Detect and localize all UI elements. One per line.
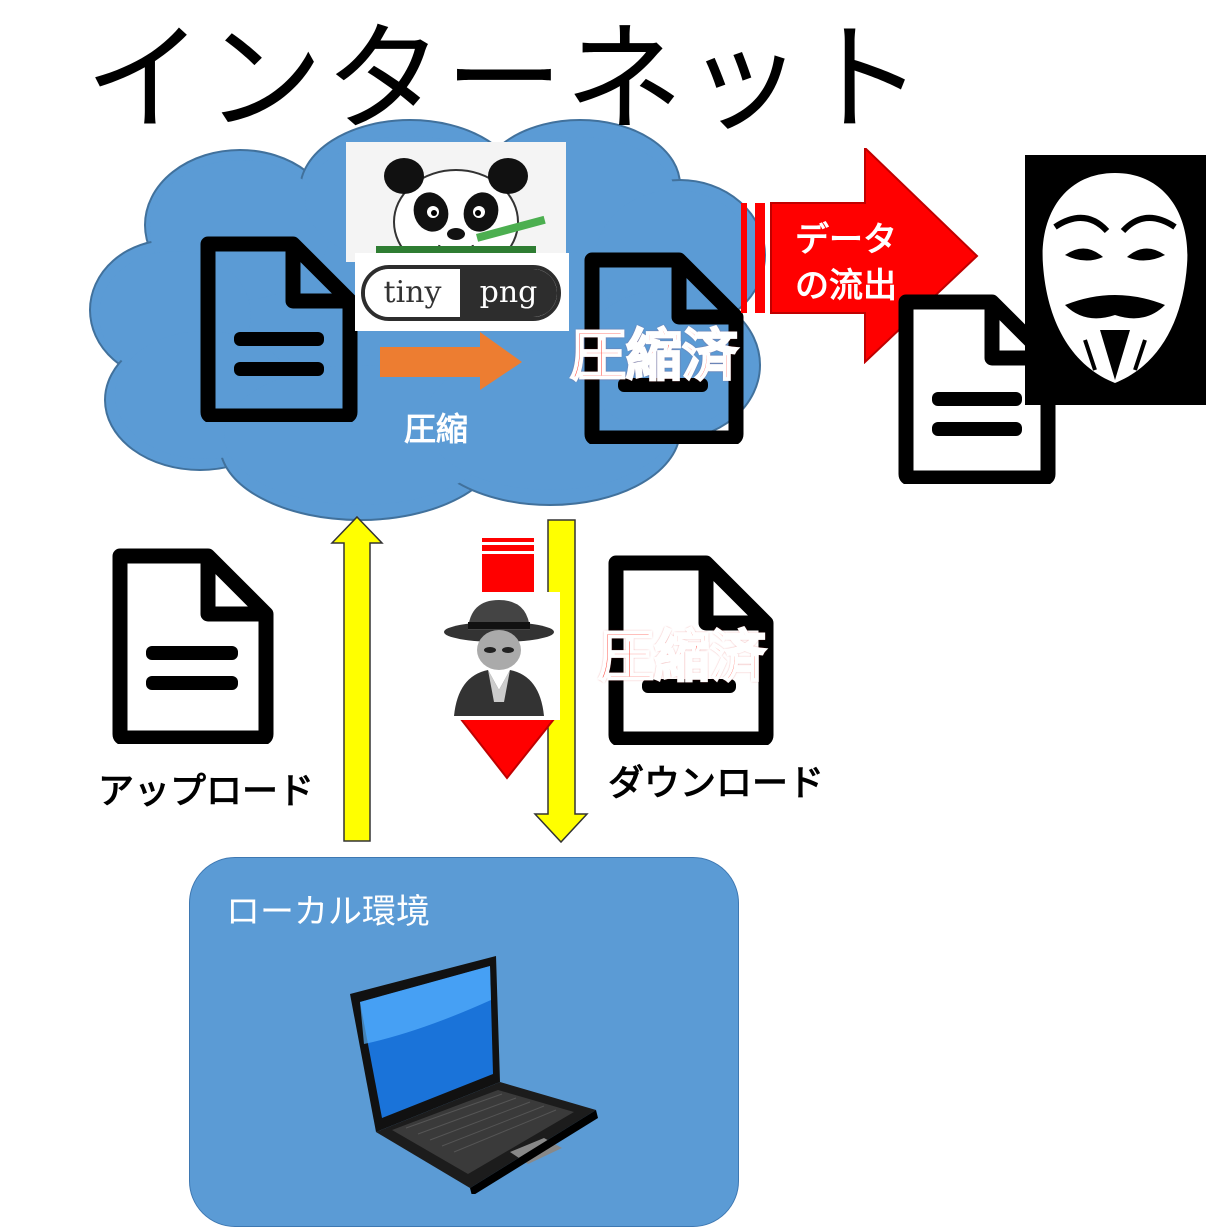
document-icon xyxy=(112,548,274,744)
compressed-label-cloud: 圧縮済 xyxy=(569,323,739,390)
laptop-icon xyxy=(350,956,598,1194)
document-icon xyxy=(584,252,744,444)
panda-icon xyxy=(346,142,566,262)
compressed-label-download: 圧縮済 xyxy=(597,624,767,691)
download-label: ダウンロード xyxy=(608,763,825,804)
local-environment-label: ローカル環境 xyxy=(226,892,430,932)
document-icon xyxy=(608,555,774,745)
leak-label-line1: データ xyxy=(795,220,897,260)
upload-arrow xyxy=(330,515,384,842)
page-title: インターネット xyxy=(85,10,926,148)
logo-left-text: tiny xyxy=(365,269,460,317)
document-icon xyxy=(200,236,358,422)
compress-arrow xyxy=(380,332,522,390)
leak-label-line2: の流出 xyxy=(795,266,897,306)
tinypng-logo: tiny png xyxy=(355,253,569,331)
compress-label: 圧縮 xyxy=(404,410,469,448)
logo-right-text: png xyxy=(460,269,557,317)
anonymous-mask-icon xyxy=(1025,155,1206,405)
hacker-icon xyxy=(438,592,560,720)
upload-label: アップロード xyxy=(98,771,315,812)
